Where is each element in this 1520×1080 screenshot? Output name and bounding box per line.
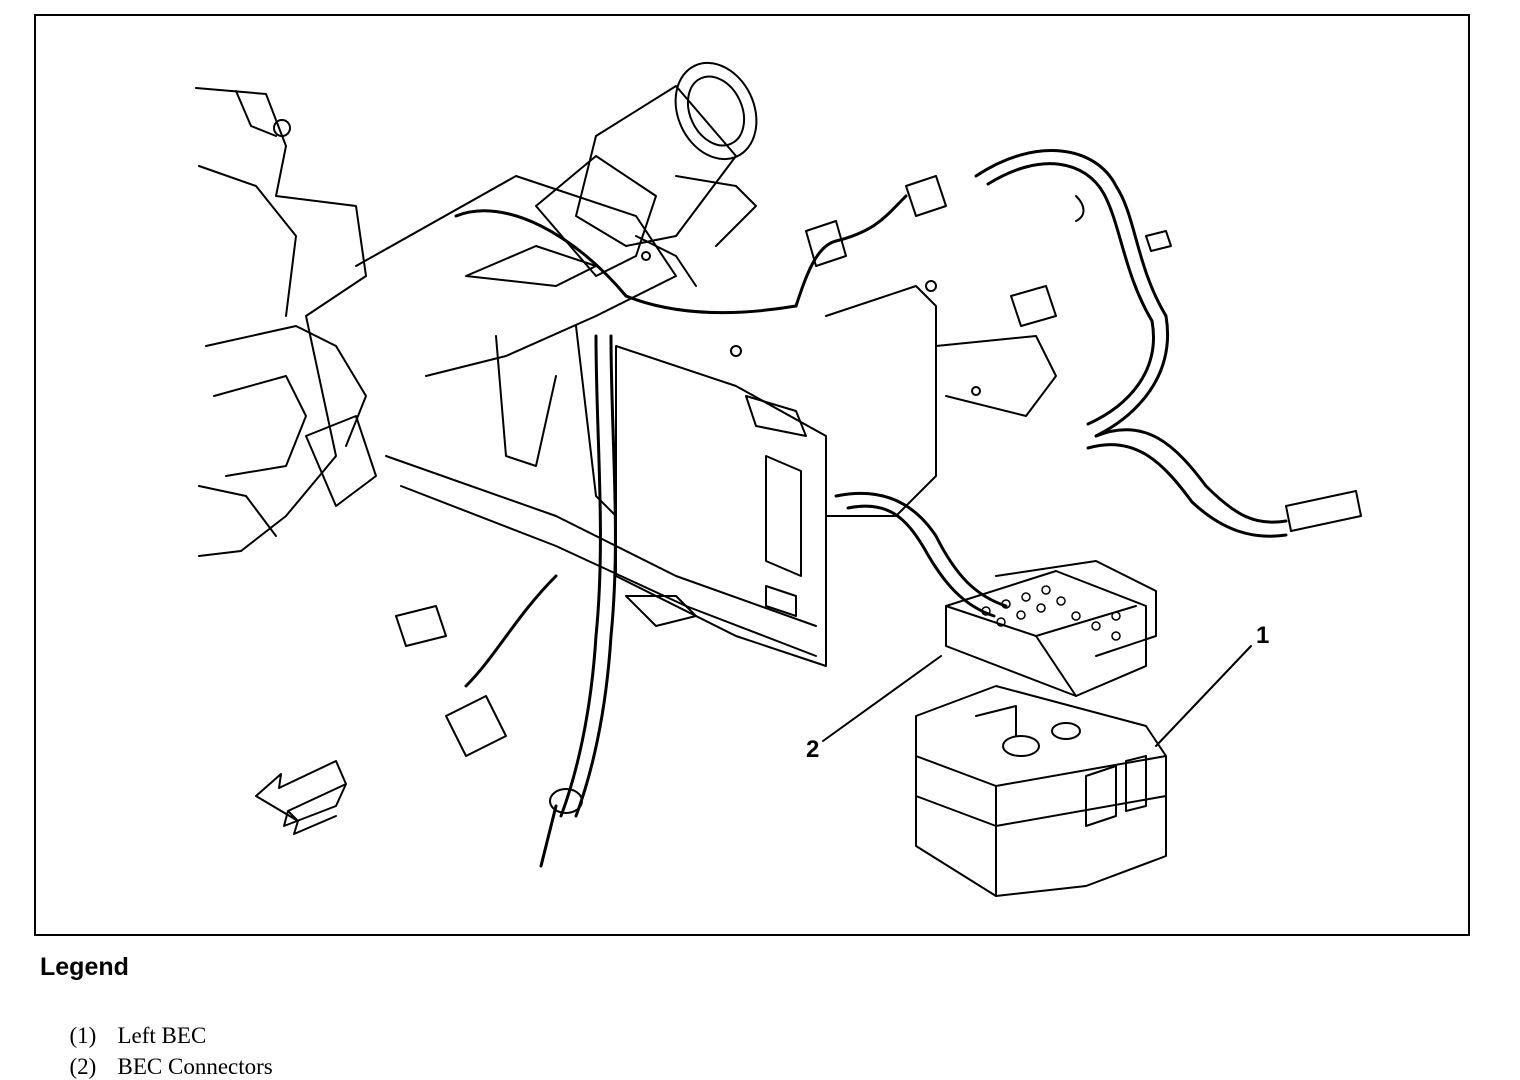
legend-item-number: (1) <box>69 1023 97 1048</box>
wiring-illustration <box>195 61 1362 897</box>
diagram-frame: 1 2 <box>34 14 1470 936</box>
cross-car-beam <box>355 175 817 657</box>
legend-item: (2) BEC Connectors <box>58 1028 273 1080</box>
forward-arrow <box>255 760 347 835</box>
steering-column <box>535 61 758 287</box>
callout-2: 2 <box>806 736 820 763</box>
legend-item-label: Left BEC <box>117 1023 207 1048</box>
mounting-bracket <box>615 280 1057 667</box>
legend-title: Legend <box>40 953 129 981</box>
callout-1: 1 <box>1256 622 1270 649</box>
legend-item: (1) Left BEC <box>58 997 207 1049</box>
legend-item-label: BEC Connectors <box>117 1054 273 1079</box>
harness-connectors <box>395 175 1362 868</box>
bec-connectors <box>945 560 1157 697</box>
left-bec <box>915 685 1167 897</box>
callout-leaders <box>822 645 1252 747</box>
wiring-harness <box>454 149 1288 818</box>
hvac-housing <box>195 87 377 557</box>
legend-item-number: (2) <box>69 1054 97 1079</box>
